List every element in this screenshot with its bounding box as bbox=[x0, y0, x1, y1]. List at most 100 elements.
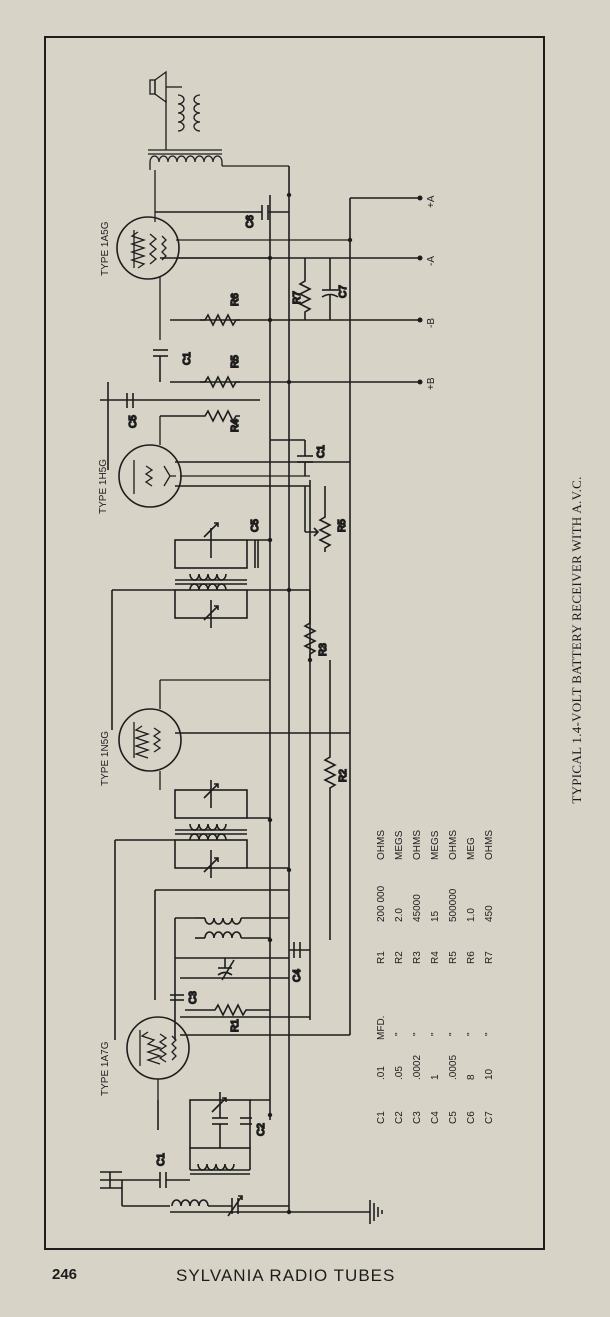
resistor-ref: R7 bbox=[484, 951, 495, 964]
capacitor-value: 8 bbox=[466, 1074, 477, 1080]
speaker-icon bbox=[149, 70, 167, 104]
if-transformer-1 bbox=[114, 780, 289, 1040]
r6-label: R6 bbox=[230, 293, 241, 306]
capacitor-value: .0005 bbox=[448, 1055, 459, 1080]
resistor-r1: R1 bbox=[185, 1004, 270, 1033]
capacitor-c3: C3 bbox=[170, 990, 200, 1005]
capacitor-ref: C7 bbox=[484, 1111, 495, 1124]
resistor-row: R4 15 MEGS bbox=[430, 830, 441, 964]
resistor-unit: MEG bbox=[466, 837, 477, 860]
r5-volume-label: R5 bbox=[337, 519, 348, 532]
r5-plate-label: R5 bbox=[230, 355, 241, 368]
resistor-value: 200 000 bbox=[376, 885, 387, 922]
resistor-row: R1 200 000 OHMS bbox=[376, 830, 387, 964]
resistor-row: R7 450 OHMS bbox=[484, 830, 495, 964]
c5-if-label: C5 bbox=[250, 519, 261, 532]
terminal-minus-a: -A bbox=[426, 256, 437, 266]
resistor-row: R2 2.0 MEGS bbox=[394, 830, 405, 964]
capacitor-ref: C1 bbox=[376, 1111, 387, 1124]
capacitor-c6: C6 bbox=[155, 205, 289, 229]
output-transformer bbox=[148, 86, 289, 200]
r7-label: R7 bbox=[292, 291, 303, 304]
capacitor-row: C6 8 " bbox=[466, 1032, 477, 1124]
capacitor-row: C3 .0002 " bbox=[412, 1032, 423, 1124]
capacitor-row: C1 .01 MFD. bbox=[376, 1016, 387, 1124]
resistor-r4: R4 bbox=[160, 410, 242, 433]
schematic-frame bbox=[44, 36, 545, 1250]
capacitor-row: C7 10 " bbox=[484, 1032, 495, 1124]
tube-1a7g: TYPE 1A7G bbox=[100, 1016, 190, 1100]
capacitor-value: 10 bbox=[484, 1068, 495, 1080]
figure-caption: TYPICAL 1.4-VOLT BATTERY RECEIVER WITH A… bbox=[569, 476, 584, 804]
resistor-value: 450 bbox=[484, 905, 495, 922]
c1-antenna-label: C1 bbox=[156, 1153, 167, 1166]
resistor-ref: R6 bbox=[466, 951, 477, 964]
capacitor-unit: " bbox=[466, 1032, 477, 1036]
capacitor-ref: C2 bbox=[394, 1111, 405, 1124]
terminal-minus-b: -B bbox=[426, 318, 437, 328]
resistor-ref: R2 bbox=[394, 951, 405, 964]
capacitor-ref: C6 bbox=[466, 1111, 477, 1124]
oscillator-section bbox=[154, 889, 289, 1040]
resistor-value: 45000 bbox=[412, 894, 423, 922]
capacitor-value: .05 bbox=[394, 1066, 405, 1080]
capacitor-c4: C4 bbox=[289, 942, 310, 983]
resistor-r3: R3 bbox=[304, 590, 330, 659]
if-transformer-2: C5 bbox=[111, 518, 310, 730]
resistor-r5-volume: R5 bbox=[304, 486, 349, 553]
terminal-plus-a: +A bbox=[426, 195, 437, 208]
resistor-r7: R7 bbox=[291, 258, 311, 320]
tube-1h5g-label: TYPE 1H5G bbox=[98, 459, 109, 514]
resistor-r2: R2 bbox=[324, 660, 350, 940]
page-number: 246 bbox=[52, 1266, 78, 1283]
capacitor-ref: C3 bbox=[412, 1111, 423, 1124]
tube-1n5g-label: TYPE 1N5G bbox=[100, 731, 111, 786]
capacitor-unit: MFD. bbox=[376, 1016, 387, 1040]
capacitor-unit: " bbox=[484, 1032, 495, 1036]
resistor-r6: R6 bbox=[199, 292, 242, 326]
capacitor-unit: " bbox=[394, 1032, 405, 1036]
capacitor-c1-output: C1 bbox=[153, 349, 194, 382]
c5-top-label: C5 bbox=[128, 415, 139, 428]
resistor-row: R3 45000 OHMS bbox=[412, 830, 423, 964]
resistor-row: R6 1.0 MEG bbox=[466, 837, 477, 964]
c2-label: C2 bbox=[256, 1123, 267, 1136]
r2-label: R2 bbox=[338, 769, 349, 782]
c7-label: C7 bbox=[338, 285, 349, 298]
resistor-unit: MEGS bbox=[394, 830, 405, 860]
bus-wires bbox=[160, 166, 420, 1213]
capacitor-row: C4 1 " bbox=[430, 1032, 441, 1124]
resistor-unit: MEGS bbox=[430, 830, 441, 860]
resistor-value: 15 bbox=[430, 910, 441, 922]
capacitor-value: .0002 bbox=[412, 1055, 423, 1080]
tube-1a7g-label: TYPE 1A7G bbox=[100, 1041, 111, 1096]
resistor-r5-plate: R5 bbox=[199, 354, 242, 388]
resistor-unit: OHMS bbox=[448, 830, 459, 860]
r3-label: R3 bbox=[318, 643, 329, 656]
terminal-labels: +A -A -B +B bbox=[426, 195, 437, 390]
resistor-parts-list: R1 200 000 OHMS R2 2.0 MEGS R3 45000 OHM… bbox=[376, 830, 495, 964]
resistor-value: 2.0 bbox=[394, 908, 405, 922]
c3-label: C3 bbox=[188, 991, 199, 1004]
resistor-value: 1.0 bbox=[466, 908, 477, 922]
c6-label: C6 bbox=[245, 215, 256, 228]
terminal-dots bbox=[267, 192, 423, 1215]
capacitor-ref: C5 bbox=[448, 1111, 459, 1124]
capacitor-unit: " bbox=[448, 1032, 459, 1036]
ground-icon bbox=[369, 1200, 383, 1224]
resistor-value: 500000 bbox=[448, 888, 459, 922]
resistor-ref: R3 bbox=[412, 951, 423, 964]
tube-1a5g-label: TYPE 1A5G bbox=[100, 221, 111, 276]
tube-1n5g: TYPE 1N5G bbox=[100, 679, 270, 790]
capacitor-unit: " bbox=[430, 1032, 441, 1036]
capacitor-ref: C4 bbox=[430, 1111, 441, 1124]
resistor-ref: R4 bbox=[430, 951, 441, 964]
resistor-ref: R1 bbox=[376, 951, 387, 964]
capacitor-c5-top: C5 bbox=[100, 382, 260, 470]
capacitor-unit: " bbox=[412, 1032, 423, 1036]
capacitor-value: 1 bbox=[430, 1074, 441, 1080]
tube-1a5g: TYPE 1A5G bbox=[100, 200, 350, 340]
c4-label: C4 bbox=[292, 969, 303, 982]
capacitor-c1-detector: C1 bbox=[270, 439, 328, 476]
